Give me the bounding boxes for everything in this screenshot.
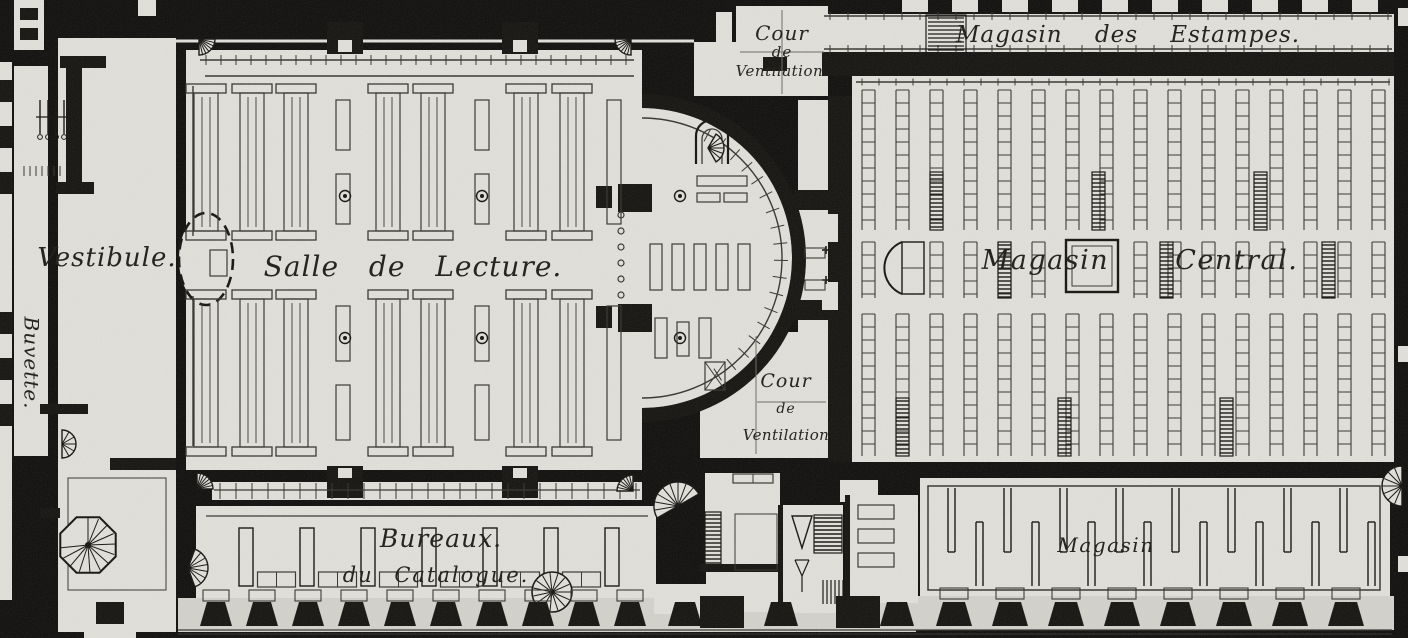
cour-sud-line3: Ventilation — [742, 425, 830, 444]
cour-nord-line1: Cour — [755, 21, 809, 45]
room-label-buvette: Buvette. — [19, 316, 44, 410]
room-label-cour-ventilation-sud: Cour de Ventilation — [742, 370, 830, 444]
room-label-magasin-des-estampes: Magasin des Estampes. — [955, 22, 1301, 48]
room-label-magasin-sud: Magasin — [1057, 533, 1155, 557]
room-label-bureaux: Bureaux. — [379, 524, 503, 553]
room-label-vestibule: Vestibule. — [37, 243, 177, 273]
room-label-bureaux-catalogue: du Catalogue. — [342, 563, 530, 587]
cour-nord-line3: Ventilation. — [735, 61, 829, 80]
cour-sud-line1: Cour — [760, 370, 812, 392]
room-label-salle-de-lecture: Salle de Lecture. — [263, 250, 563, 283]
room-label-magasin-central: Magasin Central. — [981, 245, 1299, 276]
cour-sud-line2: de — [776, 400, 796, 417]
cour-nord-line2: de — [771, 43, 793, 61]
room-label-cour-ventilation-nord: Cour de Ventilation. — [736, 23, 829, 80]
